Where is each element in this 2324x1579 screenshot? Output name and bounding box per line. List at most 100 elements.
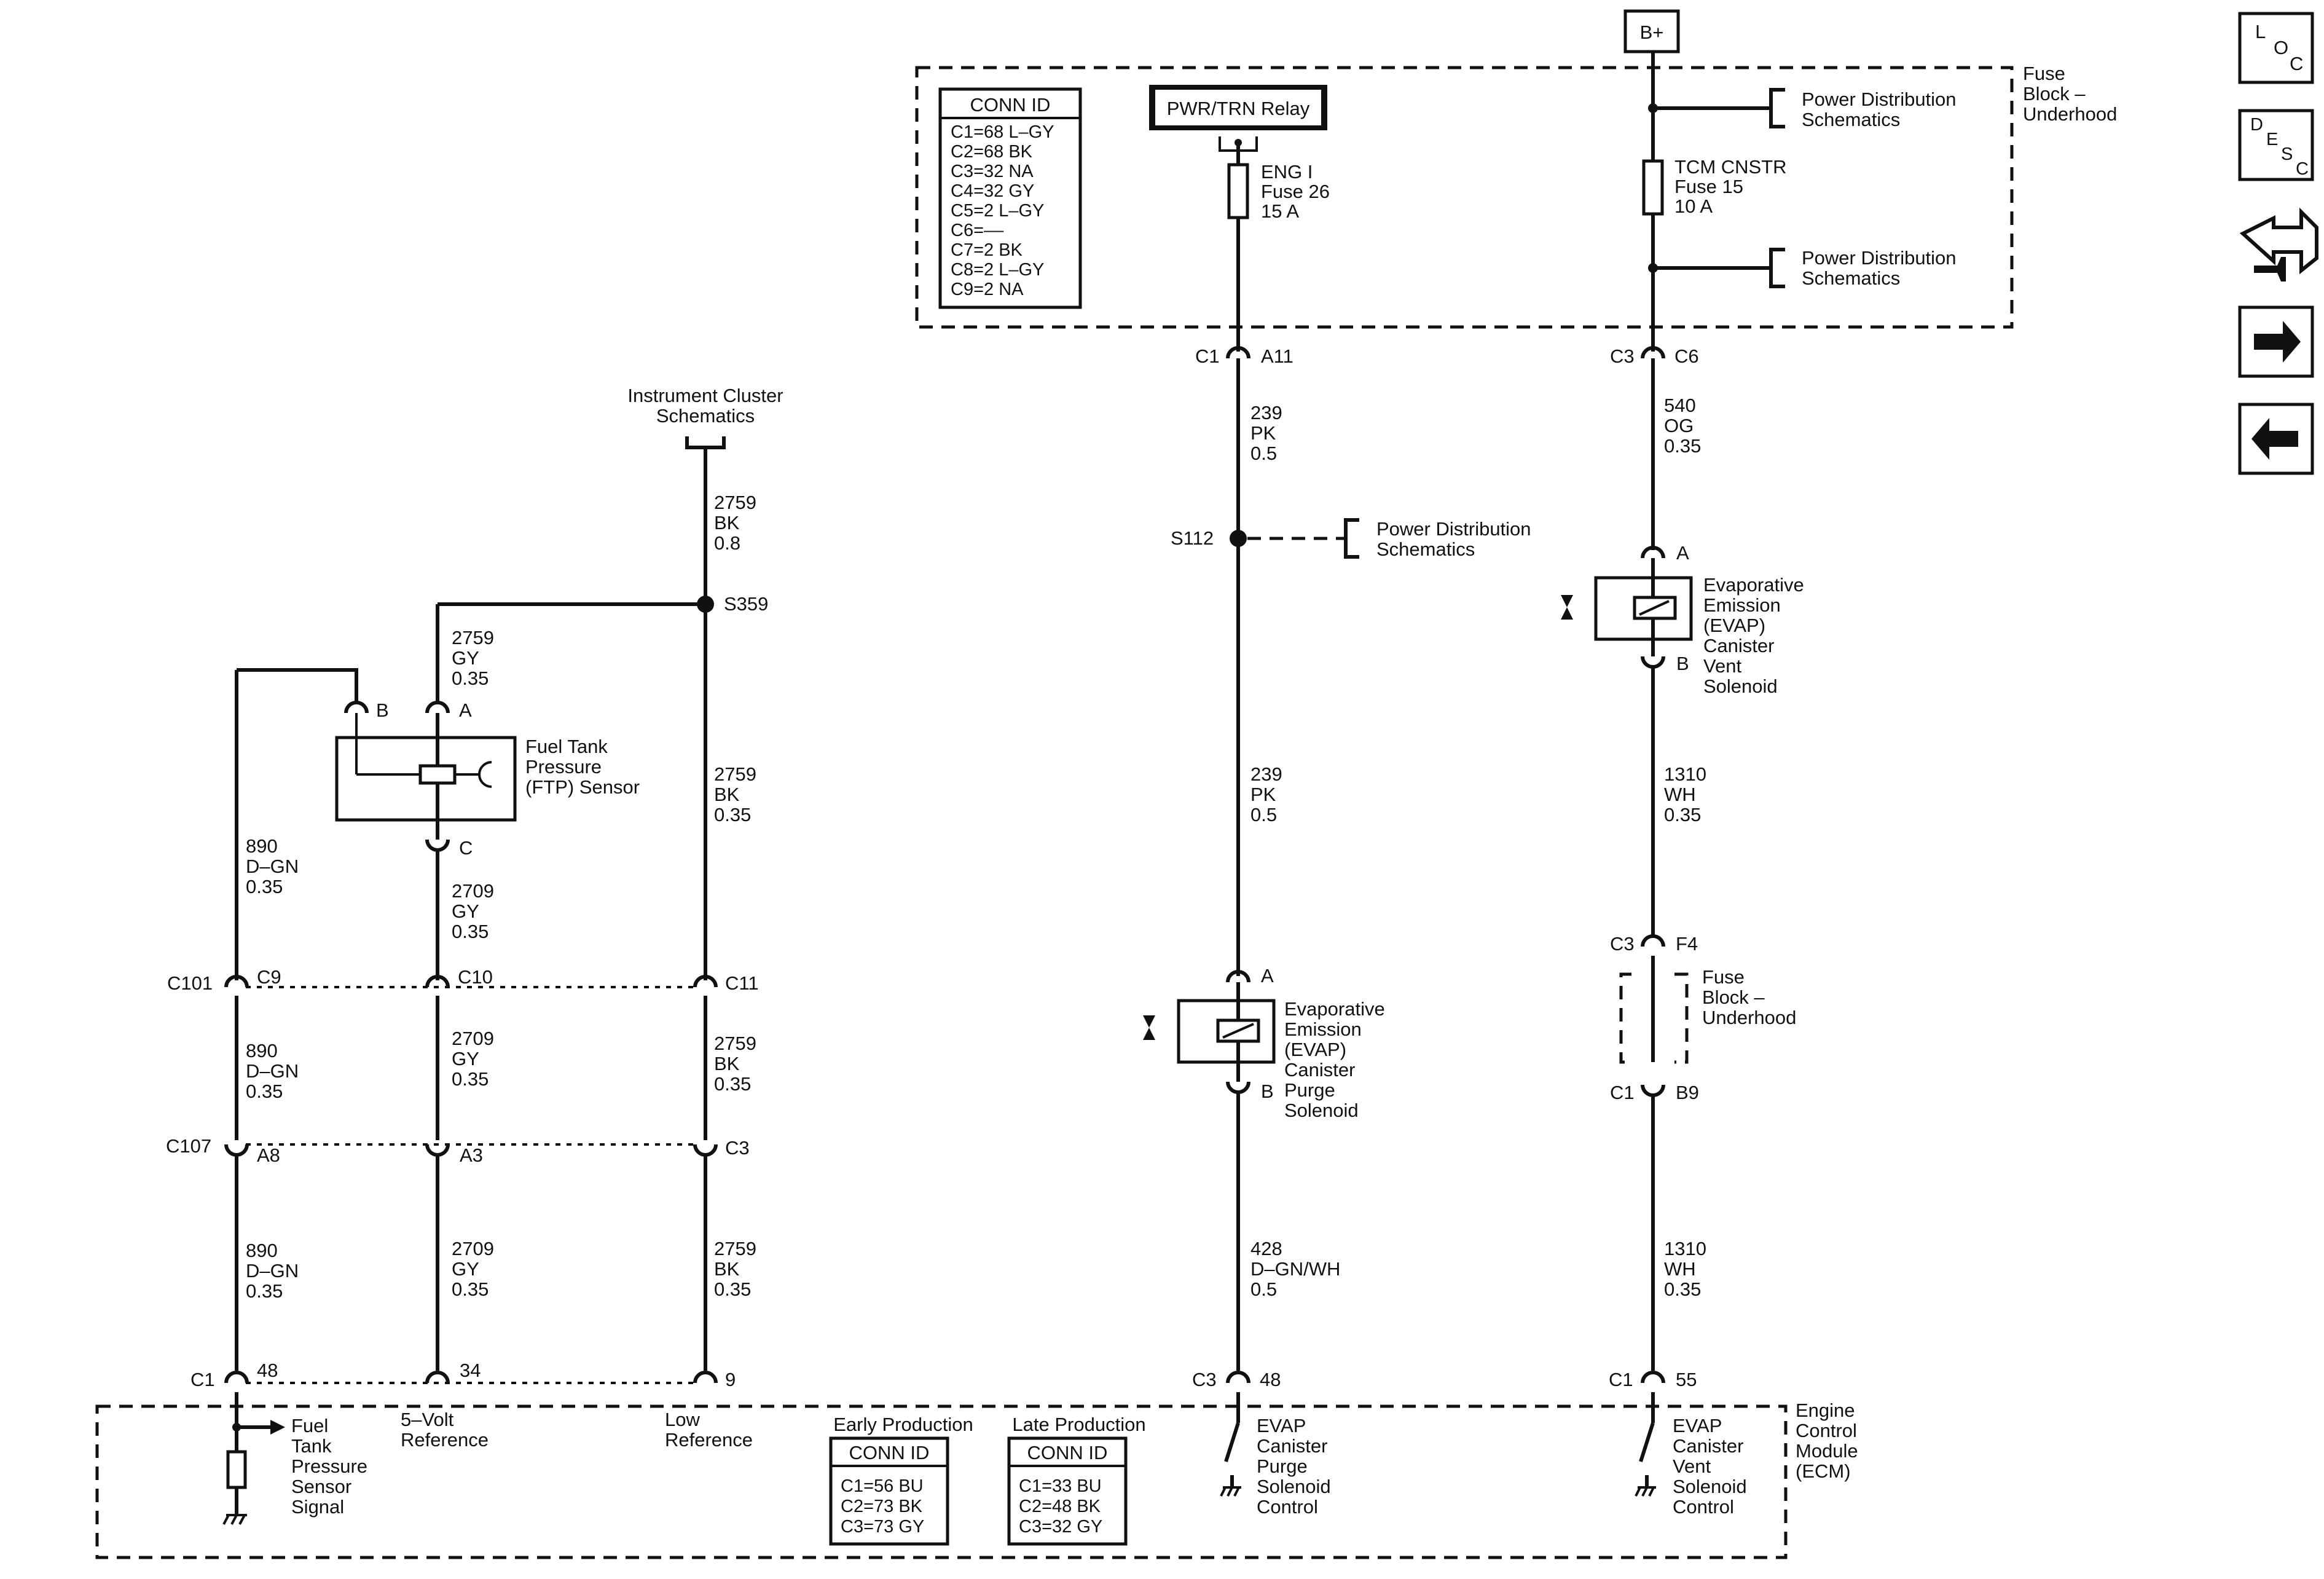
connector-label: C9 [257,966,281,988]
power-dist-link[interactable]: Schematics [1376,538,1475,560]
component-label: Pressure [525,756,602,778]
ecm-circuit-label: Canister [1673,1435,1743,1457]
component-label: Canister [1284,1059,1355,1081]
pin-label: A [459,699,472,721]
wire-label: 0.35 [452,1278,489,1300]
connector-label: 48 [257,1360,278,1381]
wire-label: D–GN/WH [1250,1258,1340,1280]
component-label: (FTP) Sensor [525,776,640,798]
ecm-label: Module [1796,1440,1858,1462]
connector-label: C107 [166,1135,211,1157]
conn-row: C7=2 BK [951,240,1023,260]
ecm-circuit-label: Vent [1673,1455,1711,1477]
conn-row: C1=33 BU [1019,1476,1102,1496]
desc-button[interactable]: D E S C [2238,109,2314,181]
instrument-cluster-link[interactable]: Instrument Cluster [627,385,783,406]
component-label: Emission [1703,594,1781,616]
arrow-right-icon [2254,321,2301,363]
prev-arrow-button[interactable] [2238,403,2314,475]
wire-label: 0.35 [714,1278,751,1300]
conn-row: C3=32 GY [1019,1517,1102,1537]
fuse-eng-text: Fuse 26 [1261,181,1330,202]
fuse-block-underhood-outline [915,66,2014,329]
wire-label: 0.35 [452,921,489,942]
ecm-circuit-label: Reference [401,1429,489,1451]
wire-label: PK [1250,784,1276,805]
loc-letter: O [2274,37,2288,58]
conn-row: C8=2 L–GY [951,260,1044,280]
wire-label: 2709 [452,1238,494,1259]
connector-label: C101 [167,972,213,994]
fuse-block-label-1: Fuse [2023,63,2065,84]
wire-label: BK [714,1258,740,1280]
conn-id-header: CONN ID [1027,1442,1108,1463]
ecm-circuit-label: Pressure [291,1455,367,1477]
wire-label: 428 [1250,1238,1282,1259]
wire-label: GY [452,1048,479,1069]
wire-label: 0.35 [714,1073,751,1095]
component-label: Fuel Tank [525,736,608,757]
fuse-eng-text: ENG I [1261,161,1313,183]
pin-label: B [376,699,389,721]
connector-label: F4 [1676,933,1698,955]
wire-label: D–GN [246,1060,299,1082]
early-production-title: Early Production [833,1414,973,1435]
splice-s112 [1230,530,1247,547]
late-production-title: Late Production [1012,1414,1145,1435]
ecm-circuit-label: Canister [1257,1435,1327,1457]
fuse-block-mid-label: Block – [1702,986,1765,1008]
instrument-cluster-link[interactable]: Schematics [656,405,755,427]
ecm-circuit-label: Signal [291,1496,344,1518]
wire-label: 2759 [714,1033,756,1054]
pin-label: B [1676,653,1689,674]
component-label: Canister [1703,635,1774,656]
connector-label: 48 [1260,1369,1281,1390]
ecm-circuit-label: Control [1673,1496,1734,1518]
b-plus-label: B+ [1640,22,1664,43]
wire-label: 0.35 [714,804,751,825]
ecm-circuit-label: Sensor [291,1476,351,1497]
wire-label: WH [1664,1258,1696,1280]
ecm-circuit-label: Solenoid [1673,1476,1747,1497]
power-dist-link[interactable]: Power Distribution [1802,89,1957,110]
ecm-circuit-label: EVAP [1673,1415,1722,1436]
pin-label: A [1261,965,1274,986]
wire-label: 2709 [452,880,494,902]
ecm-circuit-label: 5–Volt [401,1409,454,1430]
loc-letter: C [2290,53,2303,74]
component-label: Emission [1284,1018,1362,1040]
ecm-label: Control [1796,1420,1857,1441]
power-dist-link[interactable]: Schematics [1802,267,1900,289]
conn-id-table-late: CONN ID C1=33 BU C2=48 BK C3=32 GY [1007,1436,1128,1546]
connector-tool-icon[interactable] [2239,207,2318,282]
power-dist-link[interactable]: Power Distribution [1376,518,1531,540]
conn-row: C5=2 L–GY [951,201,1044,221]
connector-label: C6 [1674,345,1699,367]
wire-label: 0.35 [1664,1278,1701,1300]
wire-label: 0.5 [1250,804,1277,825]
splice-label: S112 [1171,527,1214,549]
connector-ecm-c1: C1 48 34 9 [190,1360,736,1390]
relay-label: PWR/TRN Relay [1167,98,1310,119]
power-dist-link[interactable]: Schematics [1802,109,1900,130]
conn-row: C1=56 BU [841,1476,924,1496]
power-dist-link[interactable]: Power Distribution [1802,247,1957,269]
ecm-circuit-label: Purge [1257,1455,1308,1477]
wire-label: 0.8 [714,532,740,554]
wire-label: 890 [246,835,278,857]
fuse-tcm-15 [1642,159,1664,216]
ecm-circuit-label: Reference [665,1429,753,1451]
component-label: (EVAP) [1703,615,1765,636]
conn-row: C1=68 L–GY [951,122,1054,142]
connector-label: C3 [1610,345,1635,367]
connector-label: C1 [1609,1369,1633,1390]
wire-label: 0.35 [1664,435,1701,457]
wire-label: 0.35 [246,1081,283,1102]
component-label: (EVAP) [1284,1039,1346,1060]
connector-label: 55 [1676,1369,1697,1390]
wire-label: 1310 [1664,763,1706,785]
next-arrow-button[interactable] [2238,305,2314,378]
loc-button[interactable]: L O C [2238,12,2314,84]
wire-label: GY [452,1258,479,1280]
